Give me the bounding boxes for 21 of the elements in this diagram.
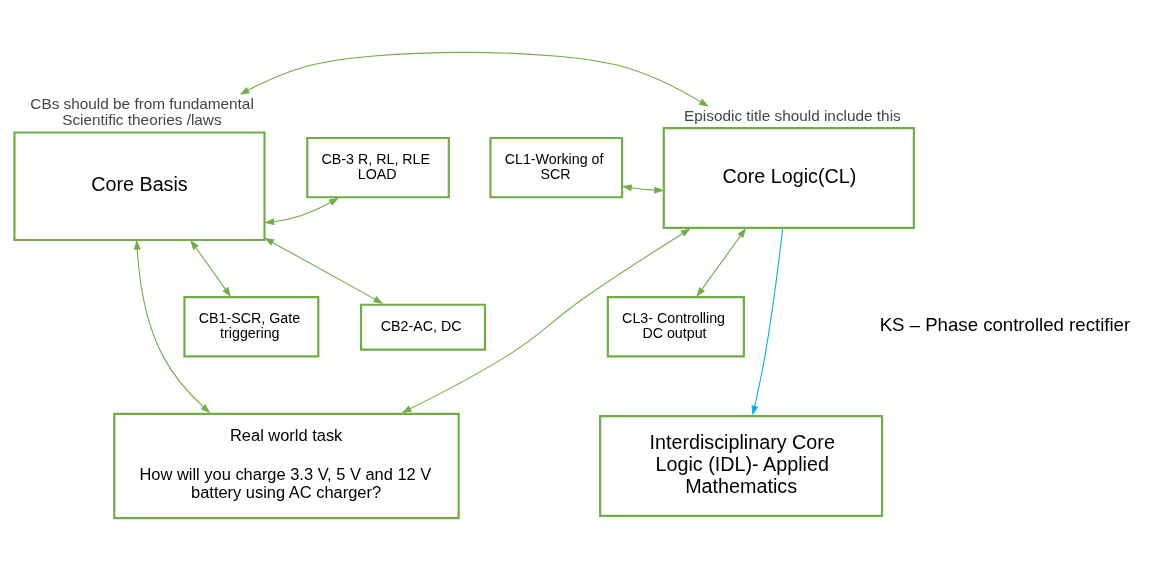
node-box: CL3- Controlling DC output <box>606 295 745 357</box>
arrow <box>621 183 665 194</box>
node-box: Core Basis <box>13 130 266 241</box>
node-box: Real world task How will you charge 3.3 V, 5 V and 12 V battery using AC charger? <box>113 412 460 519</box>
node-box: CB2-AC, DC <box>359 303 487 351</box>
arrow <box>401 227 691 413</box>
arrow <box>133 239 211 413</box>
arrow <box>264 197 339 225</box>
arrow <box>190 239 232 297</box>
node-box: Interdisciplinary Core Logic (IDL)- Applied Mathematics <box>599 414 884 517</box>
node-label: Episodic title should include this <box>684 106 901 124</box>
node-box: Core Logic(CL) <box>662 126 915 229</box>
arrow <box>239 51 709 107</box>
arrow <box>264 237 384 304</box>
arrow <box>751 228 784 416</box>
node-label: CBs should be from fundamental Scientific theories /laws <box>30 94 254 128</box>
node-box: CL1-Working of SCR <box>489 136 624 198</box>
arrow <box>696 227 747 297</box>
label: KS – Phase controlled rectifier <box>879 313 1131 335</box>
node-box: CB-3 R, RL, RLE LOAD <box>306 136 450 198</box>
node-box: CB1-SCR, Gate triggering <box>183 295 320 357</box>
